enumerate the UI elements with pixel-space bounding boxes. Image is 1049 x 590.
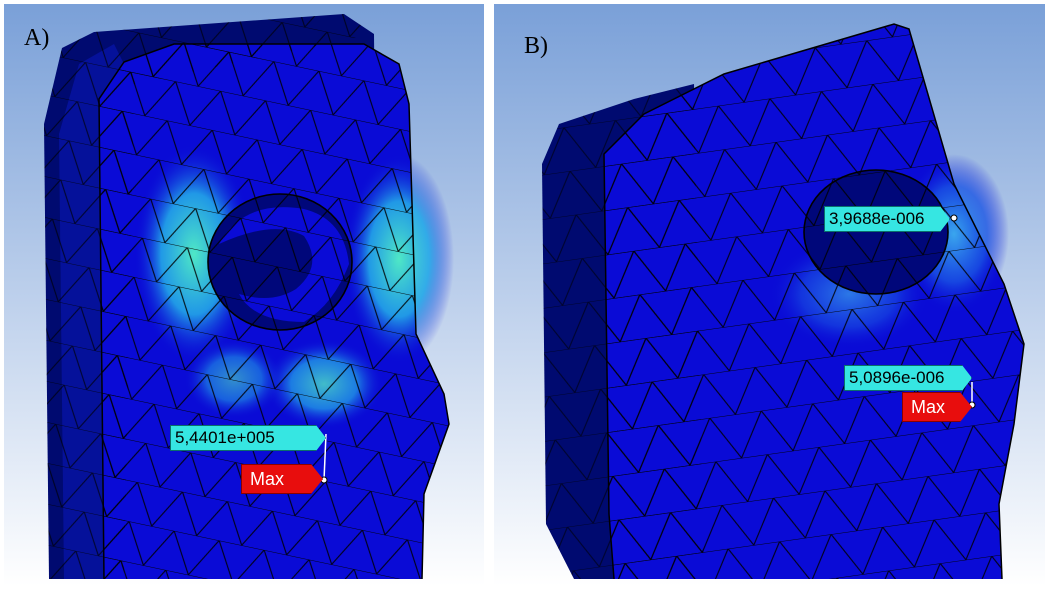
max-tag: Max xyxy=(241,464,323,494)
panel-label: A) xyxy=(24,25,50,51)
probe-value-label: 3,9688e-006 xyxy=(824,206,950,232)
result-panel-b: B) 3,9688e-006 5,0896e-006 Max xyxy=(494,4,1045,586)
result-panel-a: A) 5,4401e+005 Max xyxy=(4,4,484,586)
probe-point-marker xyxy=(950,214,958,222)
max-tag: Max xyxy=(902,392,972,422)
panel-label: B) xyxy=(524,33,548,59)
fea-mesh-view-b xyxy=(494,4,1045,586)
probe-value-label: 5,4401e+005 xyxy=(170,425,326,451)
fea-mesh-view-a xyxy=(4,4,484,586)
probe-value-label-2: 5,0896e-006 xyxy=(844,365,972,391)
